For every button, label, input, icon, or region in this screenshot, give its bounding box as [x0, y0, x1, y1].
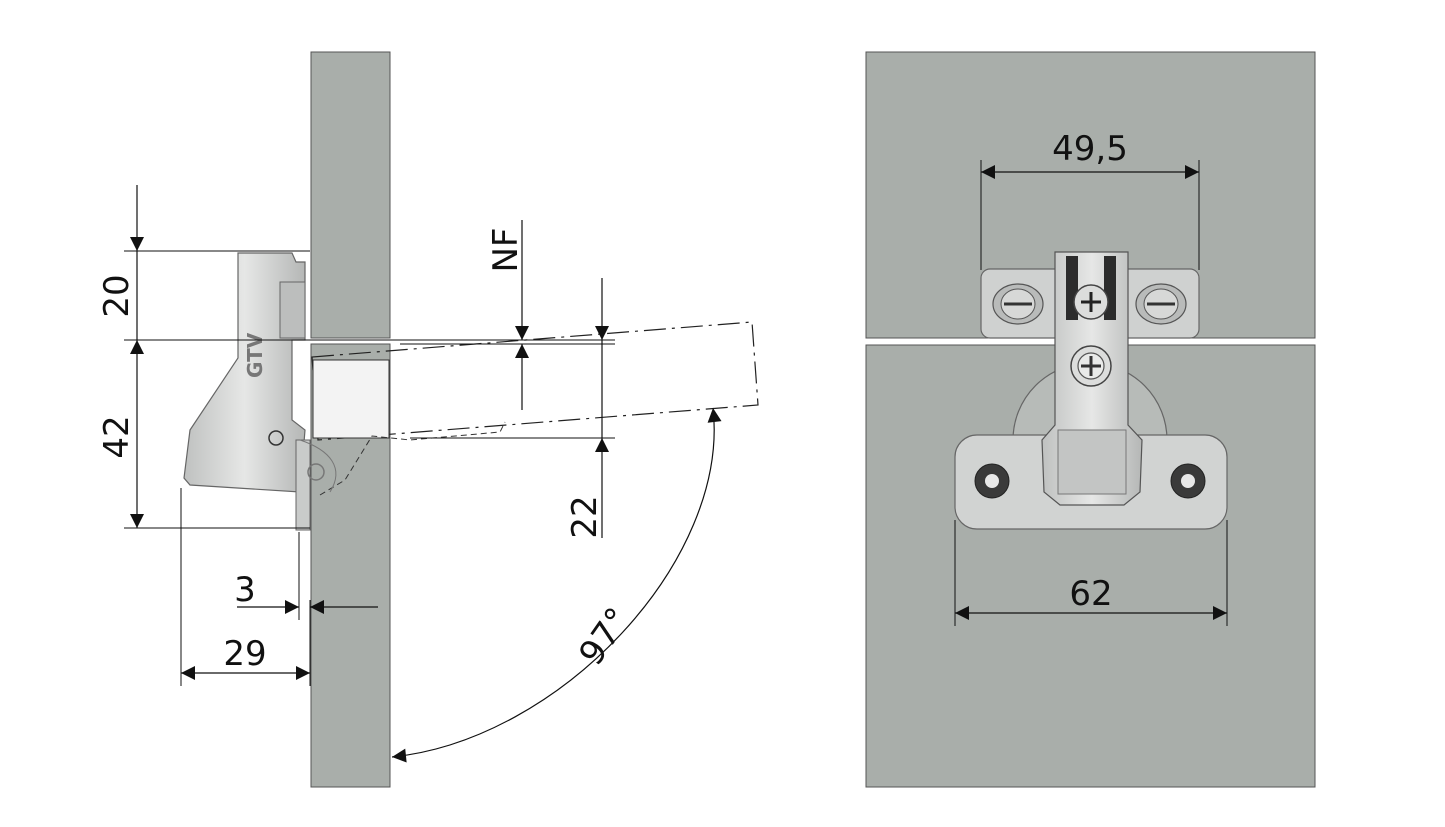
dim-29-label: 29	[223, 634, 266, 674]
cabinet-panel-upper	[310, 51, 391, 339]
hinge-arm	[1041, 251, 1143, 506]
dim-nf: NF	[486, 220, 529, 410]
front-view: 49,5 62	[865, 51, 1316, 788]
dim-62-label: 62	[1069, 574, 1112, 614]
hinge-side-body: GTV	[183, 252, 337, 531]
dim-angle-label: 97°	[571, 601, 638, 673]
dim-nf-label: NF	[486, 228, 526, 273]
open-door-outline	[311, 321, 759, 441]
dim-29: 29	[181, 634, 310, 680]
dim-20-label: 20	[97, 274, 137, 317]
dim-22: 22	[565, 278, 609, 539]
door-edge-block	[312, 359, 390, 439]
dim-62: 62	[955, 574, 1227, 620]
dim-3: 3	[234, 570, 378, 614]
dim-20: 20	[97, 185, 144, 381]
dim-42: 42	[97, 381, 144, 528]
dim-angle: 97°	[391, 407, 722, 763]
dim-49-5: 49,5	[981, 129, 1199, 179]
dim-42-label: 42	[97, 415, 137, 458]
dim-49-5-label: 49,5	[1052, 129, 1128, 169]
dim-22-label: 22	[565, 495, 605, 538]
brand-label: GTV	[243, 332, 267, 378]
side-view: GTV 20 42 NF	[97, 51, 759, 788]
dim-3-label: 3	[234, 570, 256, 610]
